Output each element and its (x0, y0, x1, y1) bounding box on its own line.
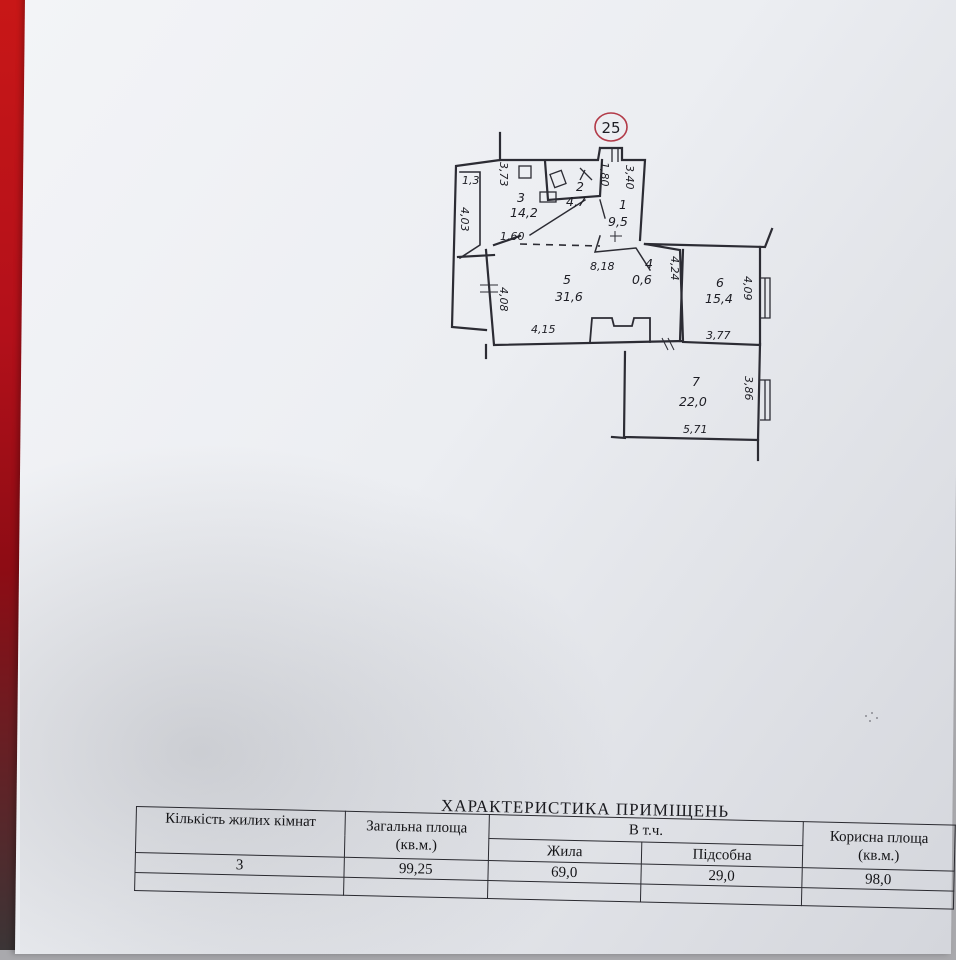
dim-balcony-length: 4,03 (458, 207, 471, 232)
room-2-area: 4,7 (566, 194, 586, 209)
dim-room3-width: 3,73 (497, 162, 510, 187)
room-7-number: 7 (692, 374, 700, 389)
room-5-number: 5 (563, 272, 571, 287)
dim-room6-height: 4,09 (741, 276, 754, 301)
header-rooms-count: Кількість жилих кімнат (135, 806, 346, 858)
room-3-number: 3 (517, 190, 525, 205)
header-useful-area: Корисна площа (кв.м.) (802, 821, 956, 872)
header-total-area: Загальна площа (кв.м.) (344, 811, 489, 861)
room-1-number: 1 (619, 197, 627, 212)
stamp-number: 25 (601, 119, 620, 137)
dim-room5-bottom: 4,15 (531, 323, 556, 336)
dim-room6-width: 3,77 (706, 329, 731, 342)
room-5-area: 31,6 (555, 289, 583, 304)
room-6-number: 6 (716, 275, 724, 290)
room-4-number: 4 (645, 256, 653, 271)
dim-hall-width: 3,40 (623, 165, 636, 190)
dim-room5-height: 4,08 (497, 287, 510, 312)
dim-balcony-width: 1,3 (462, 174, 480, 187)
empty-cell (640, 883, 803, 906)
dim-kitchen-door: 1,60 (500, 230, 525, 243)
room-4-area: 0,6 (632, 272, 652, 287)
room-6-area: 15,4 (705, 291, 733, 306)
dim-room5-top: 8,18 (590, 260, 615, 273)
empty-cell (343, 877, 488, 899)
room-7-area: 22,0 (679, 394, 707, 409)
room-1-area: 9,5 (608, 214, 628, 229)
dim-room4-length: 4,24 (668, 256, 681, 281)
dim-room7-width: 5,71 (683, 423, 708, 436)
room-3-area: 14,2 (510, 205, 538, 220)
room-2-number: 2 (576, 179, 584, 194)
empty-cell (487, 880, 641, 902)
phone-shadow (20, 440, 620, 960)
empty-cell (801, 887, 954, 910)
dim-bath-width: 1,80 (598, 162, 611, 187)
dim-room7-height: 3,86 (742, 376, 755, 401)
